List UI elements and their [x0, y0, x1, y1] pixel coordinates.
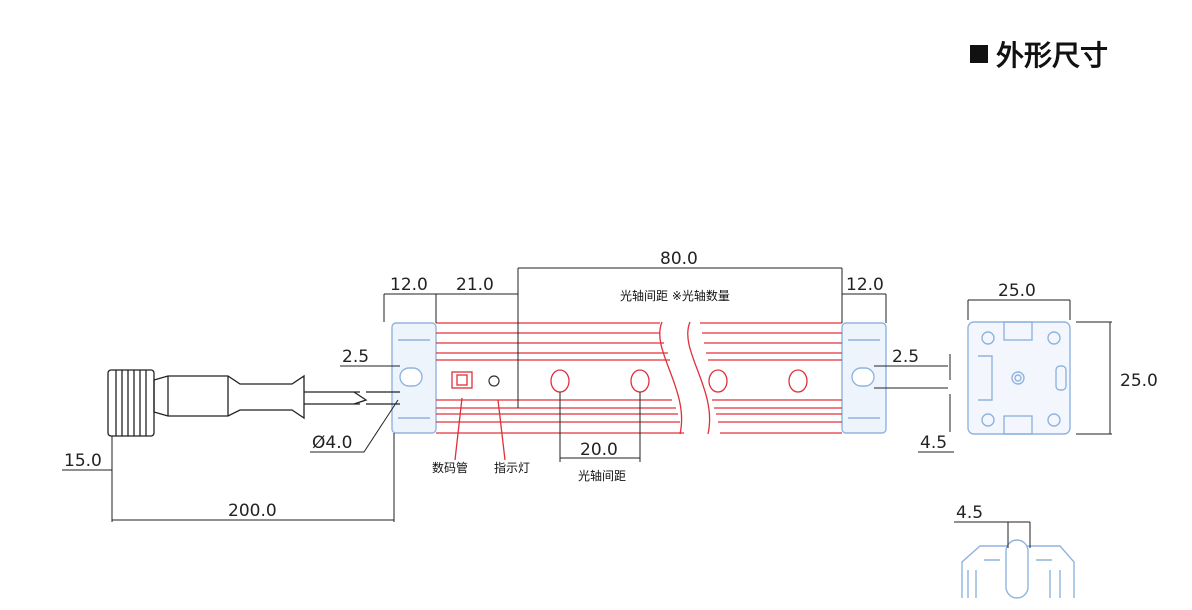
cable-connector: [107, 369, 400, 437]
note-axis-pitch: 光轴间距: [578, 468, 626, 483]
dimension-lines: [62, 267, 948, 522]
dim-side-width: 25.0: [998, 281, 1036, 301]
dim-overall: 80.0: [660, 249, 698, 269]
note-axis: 光轴间距 ※光轴数量: [620, 288, 730, 303]
bottom-view: [961, 539, 1075, 599]
dim-right-offset: 2.5: [892, 347, 919, 367]
dim-axis-pitch: 20.0: [580, 440, 618, 460]
dim-cable-length: 200.0: [228, 501, 277, 521]
note-indicator: 指示灯: [494, 460, 530, 475]
heading-text: 外形尺寸: [996, 39, 1109, 72]
note-display: 数码管: [432, 460, 468, 475]
dim-left-offset: 2.5: [342, 347, 369, 367]
heading-square-icon: [970, 45, 988, 63]
dim-left-end: 12.0: [390, 275, 428, 295]
dim-first-axis: 21.0: [456, 275, 494, 295]
section-heading: 外形尺寸: [970, 34, 1108, 74]
dim-side-slot: 4.5: [920, 433, 947, 453]
dim-bottom-slot: 4.5: [956, 503, 983, 523]
dim-right-end: 12.0: [846, 275, 884, 295]
dim-connector-dia: 15.0: [64, 451, 102, 471]
dim-cable-dia: Ø4.0: [312, 433, 352, 453]
sensor-body: [391, 321, 887, 461]
dim-side-height: 25.0: [1120, 371, 1158, 391]
side-view: [967, 321, 1071, 435]
